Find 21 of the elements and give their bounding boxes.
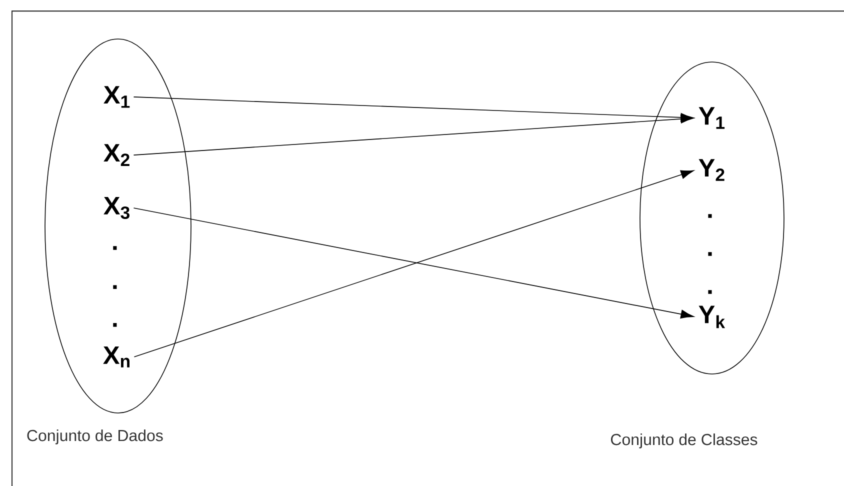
ellipsis-dot: . <box>113 323 117 327</box>
set-caption: Conjunto de Classes <box>611 433 758 448</box>
ellipsis-dot: . <box>708 290 712 294</box>
set-element: X$_{n}$ <box>103 346 130 368</box>
arrow <box>134 170 694 358</box>
ellipsis-dot: . <box>113 285 117 289</box>
ellipsis-dot: . <box>708 214 712 218</box>
set-ellipse <box>44 38 192 414</box>
set-element: Y$_{2}$ <box>698 159 724 181</box>
set-ellipse <box>640 62 784 374</box>
set-element: Y$_{1}$ <box>698 107 725 129</box>
set-element: Y$_{k}$ <box>698 306 726 328</box>
arrow <box>133 96 694 122</box>
set-element: X$_{3}$ <box>104 196 130 220</box>
set-element: X$_{2}$ <box>104 144 130 166</box>
set-caption: Conjunto de Dados <box>27 429 163 444</box>
arrow <box>133 208 694 319</box>
ellipsis-dot: . <box>708 252 712 256</box>
arrow <box>133 114 694 156</box>
set-element: X$_{1}$ <box>104 86 130 108</box>
ellipsis-dot: . <box>113 246 117 250</box>
